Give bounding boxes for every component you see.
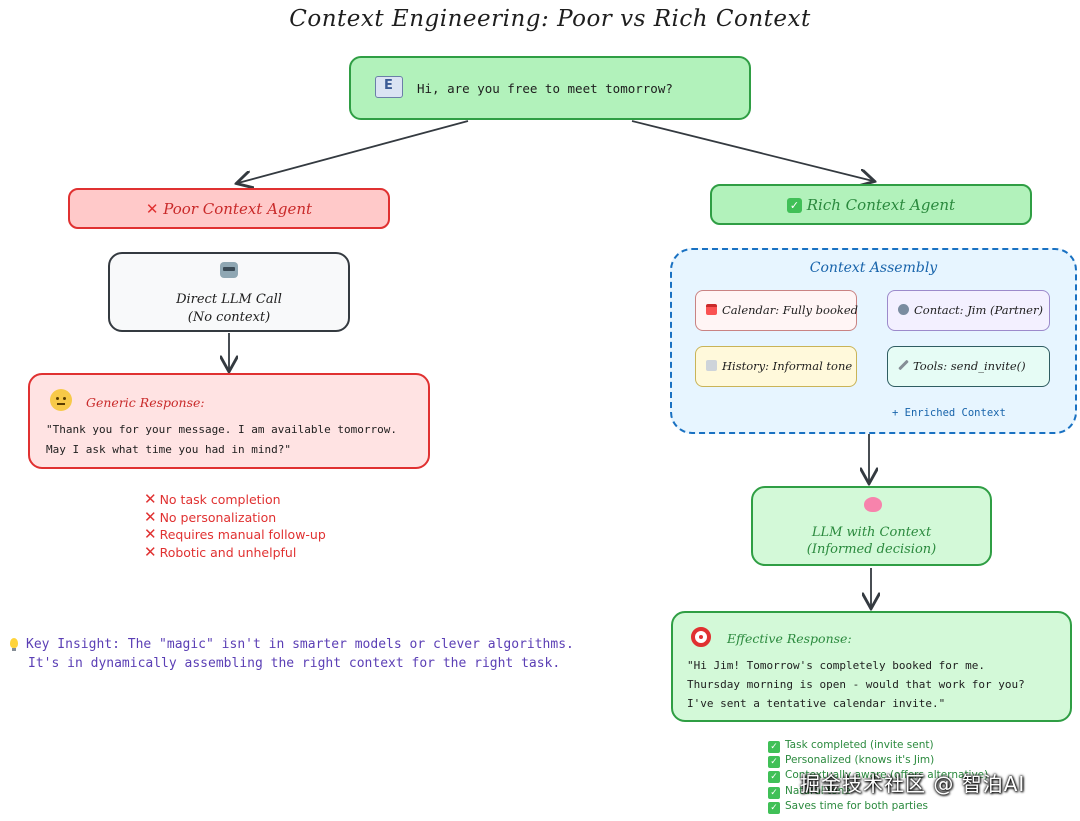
llm-context-sublabel: (Informed decision) [806,542,937,557]
history-icon [706,360,717,371]
list-item: ✓Natural tone [768,784,988,799]
llm-with-context-box: LLM with Context (Informed decision) [751,486,992,566]
tools-chip: Tools: send_invite() [887,346,1050,387]
poor-issues-list: ✕No task completion ✕No personalization … [144,490,326,561]
rich-context-header: ✓ Rich Context Agent [710,184,1032,225]
lightbulb-icon [10,638,18,651]
effective-response-title: Effective Response: [727,631,852,646]
context-assembly-group: Context Assembly Calendar: Fully booked … [670,248,1077,434]
list-item: ✓Task completed (invite sent) [768,738,988,753]
x-icon: ✕ [144,507,157,526]
contacts-icon [898,304,909,315]
email-text: Hi, are you free to meet tomorrow? [417,81,673,96]
x-icon: ✕ [144,542,157,561]
check-icon: ✓ [786,198,802,213]
arrow-email-to-rich [631,120,873,181]
list-item: ✕No personalization [144,507,277,526]
list-item: ✓Saves time for both parties [768,799,988,814]
email-message-box: E Hi, are you free to meet tomorrow? [349,56,751,120]
direct-llm-call-box: Direct LLM Call (No context) [108,252,350,332]
list-item: ✕No task completion [144,490,281,508]
direct-call-sublabel: (No context) [187,310,271,325]
list-item: ✓Personalized (knows it's Jim) [768,753,988,769]
list-item: ✕Requires manual follow-up [144,525,326,543]
llm-context-label: LLM with Context [811,525,932,540]
check-icon: ✓ [768,801,780,814]
robot-icon [220,262,238,278]
neutral-face-icon [50,389,72,411]
envelope-icon: E [375,76,403,98]
check-icon: ✓ [768,786,780,799]
rich-header-label: Rich Context Agent [806,196,956,214]
poor-context-header: ✕ Poor Context Agent [68,188,390,229]
direct-call-label: Direct LLM Call [176,292,282,307]
generic-response-line: "Thank you for your message. I am availa… [46,423,397,436]
insight-line: It's in dynamically assembling the right… [28,656,561,671]
watermark: 掘金技术社区 @ 智泊AI [800,772,1026,796]
rich-benefits-list: ✓Task completed (invite sent) ✓Personali… [768,738,988,814]
poor-header-label: Poor Context Agent [163,200,313,218]
diagram-title: Context Engineering: Poor vs Rich Contex… [289,6,811,32]
insight-line: Key Insight: The "magic" isn't in smarte… [26,637,574,652]
wrench-icon [898,359,909,371]
x-icon: ✕ [145,200,159,218]
target-icon [691,627,711,647]
check-icon: ✓ [768,771,780,784]
generic-response-title: Generic Response: [86,395,205,410]
effective-response-line: Thursday morning is open - would that wo… [687,678,1025,691]
check-icon: ✓ [768,756,780,769]
effective-response-box: Effective Response: "Hi Jim! Tomorrow's … [671,611,1072,722]
arrow-email-to-poor [238,120,469,183]
calendar-icon [706,304,717,315]
effective-response-line: I've sent a tentative calendar invite." [687,697,946,710]
calendar-chip: Calendar: Fully booked [695,290,858,331]
x-icon: ✕ [144,525,157,543]
check-icon: ✓ [768,741,780,753]
generic-response-line: May I ask what time you had in mind?" [46,443,292,456]
effective-response-line: "Hi Jim! Tomorrow's completely booked fo… [687,659,986,672]
enriched-context-label: + Enriched Context [892,407,1006,419]
contact-chip: Contact: Jim (Partner) [887,290,1050,331]
context-assembly-title: Context Assembly [809,260,938,276]
brain-icon [864,497,882,512]
x-icon: ✕ [144,490,157,508]
history-chip: History: Informal tone [695,346,857,387]
list-item: ✕Robotic and unhelpful [144,542,297,561]
generic-response-box: Generic Response: "Thank you for your me… [28,373,430,469]
list-item: ✓Contextually aware (offers alternative) [768,768,988,784]
key-insight: Key Insight: The "magic" isn't in smarte… [10,635,574,673]
